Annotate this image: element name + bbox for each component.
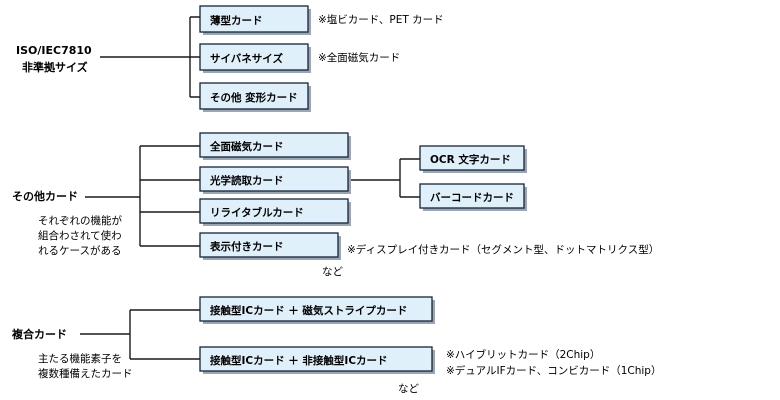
note-text: ※デュアルIFカード、コンビカード（1Chip） xyxy=(446,364,661,377)
card-type-box xyxy=(199,166,349,192)
note-text: ※全面磁気カード xyxy=(318,51,400,64)
sub-card-type-box xyxy=(419,183,525,209)
card-type-box xyxy=(199,232,339,258)
card-type-label: 接触型ICカード ＋ 磁気ストライプカード xyxy=(210,304,407,317)
group-sublabel-line-1: それぞれの機能が xyxy=(38,214,122,227)
card-type-box xyxy=(199,132,349,158)
card-type-label: サイバネサイズ xyxy=(210,52,283,65)
group-other-cards: その他カード それぞれの機能が 組合わされて使わ れるケースがある 全面磁気カー… xyxy=(12,132,659,278)
card-type-label: 光学読取カード xyxy=(209,174,284,187)
group-label-line-1: ISO/IEC7810 xyxy=(16,44,92,57)
etc-label: など xyxy=(398,383,419,395)
sub-card-type-box xyxy=(419,145,525,171)
group-sublabel-line-3: れるケースがある xyxy=(38,244,121,257)
group-sublabel-line-1: 主たる機能素子を xyxy=(38,352,122,365)
note-text: ※ディスプレイ付きカード（セグメント型、ドットマトリクス型） xyxy=(347,243,659,256)
card-type-label: その他 変形カード xyxy=(210,91,298,104)
group-sublabel-line-2: 複数種備えたカード xyxy=(38,367,133,380)
card-type-box xyxy=(199,296,433,322)
card-type-box xyxy=(199,198,349,224)
card-type-label: リライタブルカード xyxy=(210,206,304,219)
group-label: その他カード xyxy=(12,189,78,203)
note-text: ※ハイブリットカード（2Chip） xyxy=(446,348,600,361)
group-label-line-2: 非準拠サイズ xyxy=(22,60,88,74)
group-sublabel-line-2: 組合わされて使わ xyxy=(38,229,122,242)
note-text: ※塩ビカード、PET カード xyxy=(318,13,444,26)
connector-lines xyxy=(85,145,420,247)
card-type-box xyxy=(199,5,309,33)
group-label: 複合カード xyxy=(11,327,67,341)
etc-label: など xyxy=(322,266,343,278)
connector-lines xyxy=(80,309,200,360)
card-type-box xyxy=(199,43,309,71)
group-composite-cards: 複合カード 主たる機能素子を 複数種備えたカード 接触型ICカード ＋ 磁気スト… xyxy=(11,296,661,395)
card-type-label: 表示付きカード xyxy=(209,240,284,253)
card-type-label: 薄型カード xyxy=(210,14,263,27)
connector-lines xyxy=(100,16,200,98)
card-type-box xyxy=(199,82,309,110)
sub-card-type-label: OCR 文字カード xyxy=(430,153,511,166)
sub-card-type-label: バーコードカード xyxy=(430,192,514,204)
card-type-label: 接触型ICカード ＋ 非接触型ICカード xyxy=(210,354,388,367)
card-type-label: 全面磁気カード xyxy=(209,140,284,153)
card-type-box xyxy=(199,346,433,372)
group-iso-non-compliant: ISO/IEC7810 非準拠サイズ 薄型カード サイバネサイズ その他 変形カ… xyxy=(16,5,444,112)
